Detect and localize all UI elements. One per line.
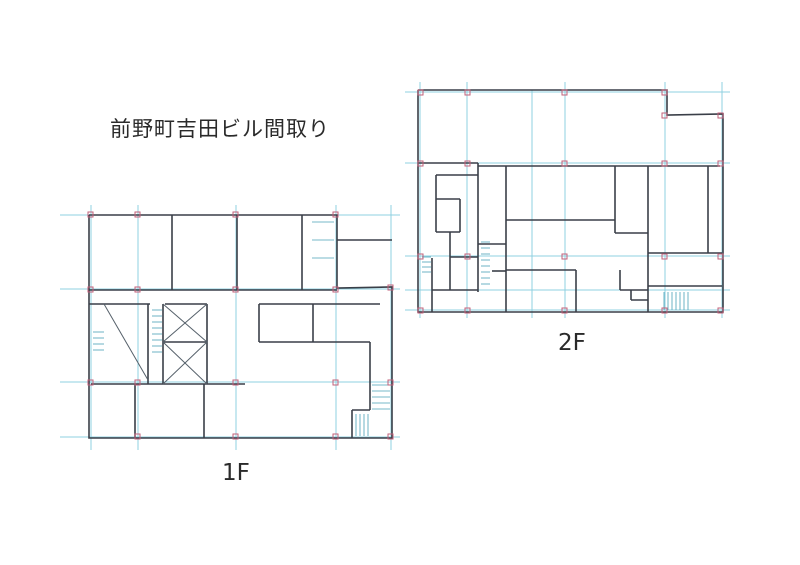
floor-label-2f: 2F (558, 330, 586, 356)
stairs-2f (422, 241, 689, 310)
columns-2f (417, 89, 724, 314)
grid-lines-1f (60, 205, 400, 450)
document-title: 前野町吉田ビル間取り (110, 117, 330, 141)
walls-2f (417, 89, 724, 313)
grid-lines-2f (405, 82, 730, 318)
walls-1f (88, 214, 393, 439)
columns-1f (87, 211, 394, 440)
diagonal-markings-1f (103, 303, 208, 385)
floor-label-1f: 1F (222, 460, 250, 486)
stairs-1f (93, 221, 390, 436)
floor-plan-2f (405, 82, 730, 318)
floor-plan-1f (60, 205, 400, 450)
